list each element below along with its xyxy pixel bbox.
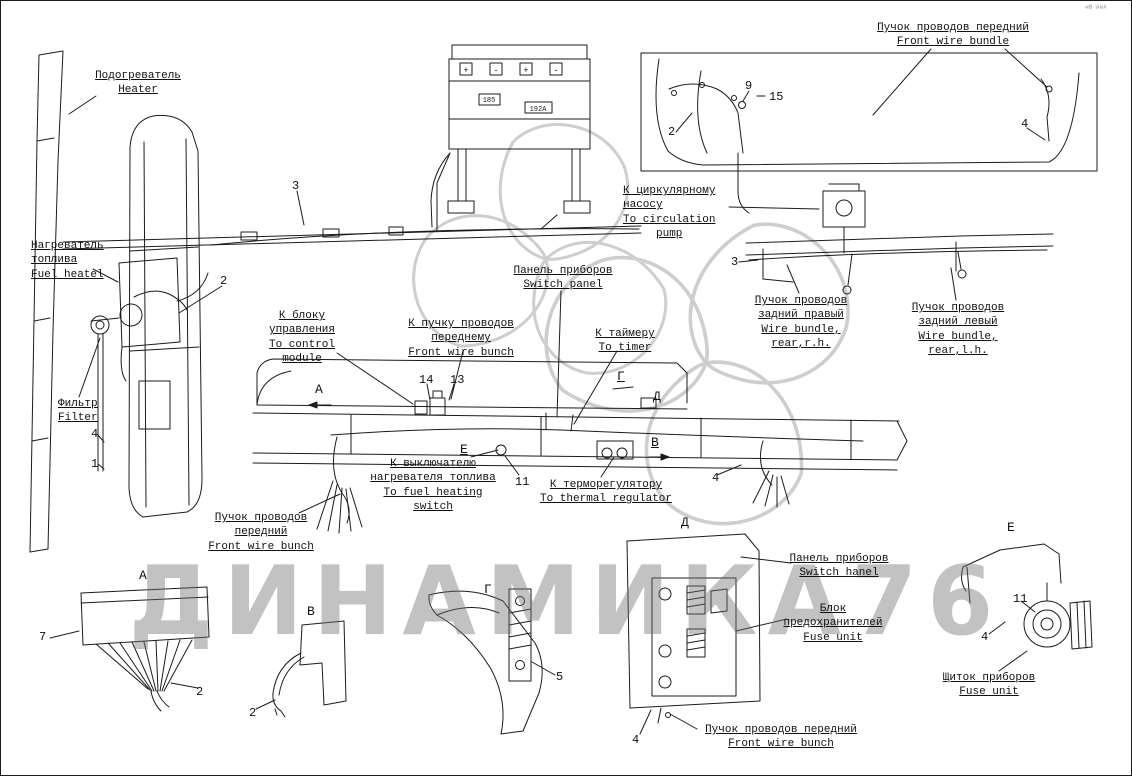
callout-fuse-unit-d: Блок предохранителей Fuse unit [783, 603, 883, 644]
detail-title-e: Е [1007, 520, 1015, 535]
terminal-2 [489, 62, 503, 76]
view-marker-a: А [315, 382, 323, 397]
callout-thermal-regulator: К терморегулятору To thermal regulator [539, 479, 673, 506]
callout-number-4b: 4 [1021, 117, 1029, 131]
detail-g [428, 588, 543, 735]
detail-a [80, 586, 210, 712]
detail-d [626, 533, 761, 724]
callout-control-module: К блоку управления To control module [268, 310, 336, 365]
callout-front-wire-bundle-top: Пучок проводов передний Front wire bundl… [877, 22, 1029, 49]
callout-number-3b: 3 [731, 255, 739, 269]
detail-b [272, 620, 347, 718]
view-arrows [308, 386, 670, 461]
detail-title-g: Г [484, 582, 492, 597]
view-marker-b: В [651, 435, 659, 450]
detail-e [961, 543, 1093, 650]
callout-number-3: 3 [292, 179, 300, 193]
callout-number-11b: 11 [1013, 592, 1028, 606]
terminal-minus-2: - [553, 66, 558, 76]
label-185: 185 [483, 97, 496, 105]
callout-number-5: 5 [556, 670, 564, 684]
terminal-plus-1: + [463, 66, 468, 76]
component-texts: + - + - 185 192A [463, 66, 558, 114]
callout-number-4c: 4 [712, 471, 720, 485]
callout-number-4: 4 [91, 427, 99, 441]
fuel-pump [119, 303, 143, 327]
rear-rh-connector [842, 285, 852, 295]
main-chassis [252, 358, 908, 534]
label-box-192a [524, 101, 553, 114]
label-192a: 192A [530, 106, 548, 114]
callout-number-11: 11 [515, 475, 530, 489]
callout-number-14: 14 [419, 373, 434, 387]
callout-instrument-panel-e: Щиток приборов Fuse unit [942, 672, 1036, 699]
callout-timer: К таймеру To timer [595, 328, 655, 355]
callout-number-4d: 4 [632, 733, 640, 747]
terminal-4 [549, 62, 563, 76]
terminal-3 [519, 62, 533, 76]
connector-14 [414, 400, 428, 415]
callout-number-2: 2 [220, 274, 228, 288]
rear-lh-connector [957, 269, 967, 279]
diagram-linework: + - + - 185 192A [29, 44, 1098, 735]
callout-filter: Фильтр Filter [58, 398, 98, 425]
control-box [430, 44, 591, 228]
view-marker-d: Д [653, 389, 661, 404]
terminal-minus-1: - [493, 66, 498, 76]
rear-frame [745, 233, 1054, 295]
circulation-pump [822, 183, 866, 254]
callout-switch-panel-d: Панель приборов Switch hanel [789, 553, 889, 580]
callout-number-4e: 4 [981, 630, 989, 644]
fuse-unit-box [651, 577, 737, 697]
callout-number-7: 7 [39, 630, 47, 644]
callout-wire-bundle-rear-lh: Пучок проводов задний левый Wire bundle,… [911, 302, 1005, 357]
callout-number-2b: 2 [668, 125, 676, 139]
cross-beam-harness [62, 152, 642, 250]
corner-mark: «® ### [1085, 4, 1107, 11]
callout-number-2c: 2 [196, 685, 204, 699]
detail-title-a: А [139, 568, 147, 583]
heater-unit [128, 114, 203, 518]
callout-number-1: 1 [91, 457, 99, 471]
watermark-logo [412, 123, 850, 526]
detail-title-b: В [307, 604, 315, 619]
callout-heater: Подогреватель Heater [95, 70, 181, 97]
callout-front-wire-bunch-mid: К пучку проводов переднему Front wire bu… [408, 318, 514, 359]
leader-lines [49, 48, 1048, 735]
callout-circulation-pump: К циркулярному насосу To circulation pum… [623, 185, 716, 240]
label-box-185 [478, 93, 501, 106]
connector-strip [508, 588, 532, 682]
callout-number-9: 9 [745, 79, 753, 93]
cab-side-panel [29, 50, 64, 553]
fuel-heating-switch-connector [495, 444, 507, 456]
callout-number-2d: 2 [249, 706, 257, 720]
callout-number-15: 15 [769, 90, 784, 104]
view-marker-e: Е [460, 442, 468, 457]
callout-fuel-heating-switch: К выключателю нагревателя топлива To fue… [370, 458, 496, 513]
terminal-plus-2: + [523, 66, 528, 76]
callout-front-wire-bunch-d: Пучок проводов передний Front wire bunch [705, 724, 857, 751]
callout-fuel-heater: Нагреватель топлива Fuel heatel [31, 240, 104, 281]
fuel-filter [90, 315, 110, 335]
thermal-regulator-connector [601, 447, 613, 459]
callout-front-wire-bunch-bl: Пучок проводов передний Front wire bunch [208, 512, 314, 553]
frame-top-view [640, 52, 1098, 214]
view-marker-g: Г [617, 369, 625, 384]
fuel-heater-assembly [90, 257, 209, 472]
detail-title-d: Д [681, 515, 689, 530]
callout-number-13: 13 [450, 373, 465, 387]
connector-13 [429, 397, 446, 416]
bolt-9 [738, 101, 746, 109]
round-connector [1023, 600, 1071, 648]
callout-wire-bundle-rear-rh: Пучок проводов задний правый Wire bundle… [754, 295, 848, 350]
callout-switch-panel: Панель приборов Switch panel [513, 265, 613, 292]
terminal-1 [459, 62, 473, 76]
